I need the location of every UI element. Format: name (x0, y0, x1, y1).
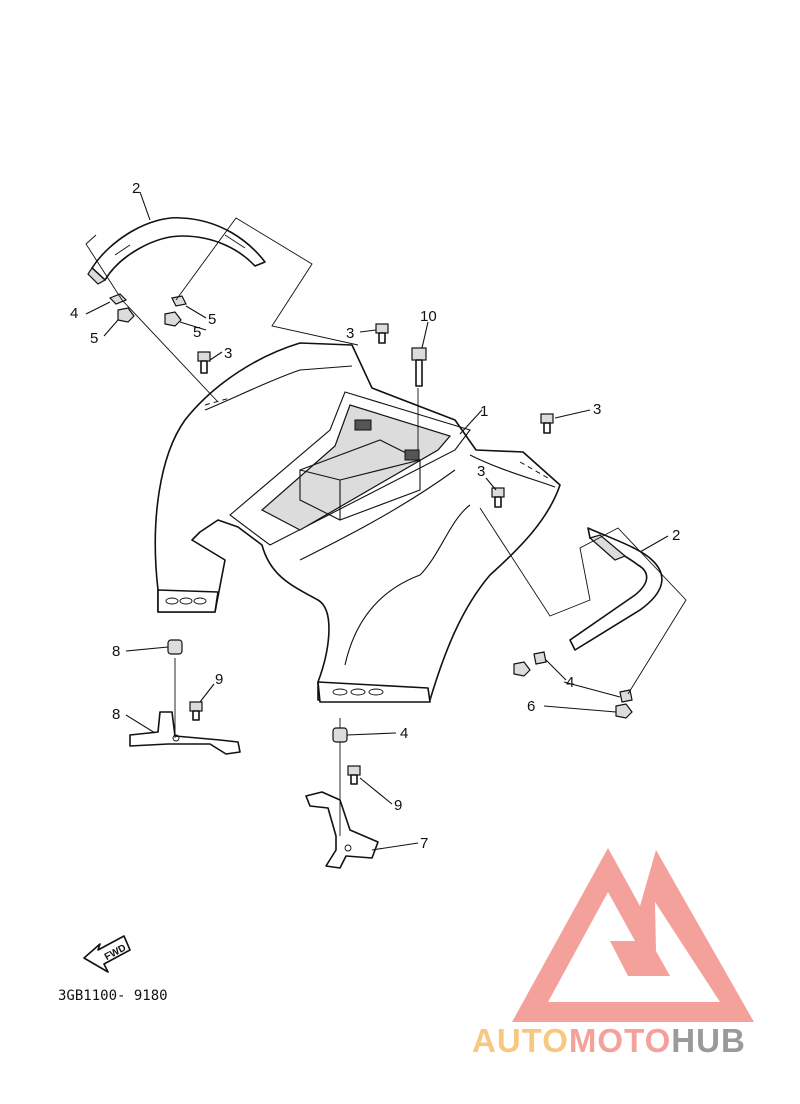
callout-1: 1 (480, 403, 488, 420)
callout-3-center: 3 (477, 463, 485, 480)
watermark-hub: HUB (671, 1022, 746, 1059)
part-code: 3GB1100- 9180 (58, 988, 168, 1004)
fwd-arrow-shape (83, 935, 131, 973)
callout-10: 10 (420, 308, 437, 325)
flap-left-grooves (114, 234, 246, 256)
grommet-8b (332, 727, 348, 743)
callout-8-right: 4 (400, 725, 408, 742)
fender-storage-box (299, 439, 421, 521)
callout-4-mid: 5 (208, 311, 216, 328)
callout-4-right: 4 (566, 674, 574, 691)
callout-8-left: 8 (112, 643, 120, 660)
fender-crease-right (469, 454, 556, 488)
bolt-3d (491, 487, 505, 508)
bolt-9a (189, 701, 203, 721)
nut-4c (533, 651, 547, 665)
callout-4-left: 4 (70, 305, 78, 322)
fender-tray-bracket (354, 419, 372, 431)
callout-3-left: 3 (224, 345, 232, 362)
callout-9-left: 9 (215, 671, 223, 688)
leader-lines (85, 191, 687, 851)
callout-6: 7 (420, 835, 428, 852)
bracket-6-body (305, 791, 379, 869)
bolt-9b (347, 765, 361, 785)
foot-grip-marks-left (165, 597, 207, 605)
callout-7: 8 (112, 706, 120, 723)
fender-tray-inner (260, 404, 452, 531)
bolt-3b (375, 323, 389, 344)
bracket-6 (305, 791, 379, 869)
watermark-moto: MOTO (569, 1022, 671, 1059)
nut-5b (164, 311, 182, 327)
nut-4d (619, 689, 633, 703)
bracket-7 (129, 711, 241, 755)
fender-outline (154, 342, 561, 701)
fender-foot-front (317, 681, 431, 703)
callout-3-right: 3 (593, 401, 601, 418)
callout-2-right: 2 (672, 527, 680, 544)
flap-right-edge (588, 534, 627, 561)
nut-4a (108, 293, 128, 305)
watermark-logo-shape (512, 848, 754, 1022)
callout-5-left: 5 (90, 330, 98, 347)
flap-left-edge (87, 267, 107, 285)
watermark-logo: AUTOMOTOHUB (472, 848, 754, 1059)
foot-grip-marks-front (332, 688, 384, 696)
fender-body (154, 342, 561, 703)
flap-left-outline (91, 217, 266, 281)
fender-front-edge (344, 504, 471, 666)
bolt-3a (197, 351, 211, 374)
callout-5-mid: 5 (193, 324, 201, 341)
watermark-auto: AUTO (472, 1022, 569, 1059)
nut-5d (615, 703, 633, 719)
nut-5c (513, 661, 531, 677)
fender-curve-mid (299, 469, 456, 561)
bolt-3c (540, 413, 554, 434)
fwd-arrow: FWD (83, 935, 131, 973)
flap-left (87, 217, 266, 285)
callout-2-top: 2 (132, 180, 140, 197)
fender-tray-bracket-2 (404, 449, 420, 461)
callout-3-top: 3 (346, 325, 354, 342)
bracket-7-body (129, 711, 241, 755)
grommet-8a (167, 639, 183, 655)
fender-foot-left (157, 589, 219, 613)
nut-4b (171, 295, 187, 307)
fender-crease-left (204, 365, 353, 411)
callout-5-right: 6 (527, 698, 535, 715)
nut-5a (117, 307, 135, 323)
watermark-text: AUTOMOTOHUB (472, 1022, 746, 1059)
fender-tray-rim (229, 391, 471, 546)
callout-9-right: 9 (394, 797, 402, 814)
callout-labels: 2 4 5 5 5 3 3 10 1 3 3 2 4 6 8 9 8 4 9 7 (70, 180, 680, 852)
bolt-10 (411, 347, 427, 387)
